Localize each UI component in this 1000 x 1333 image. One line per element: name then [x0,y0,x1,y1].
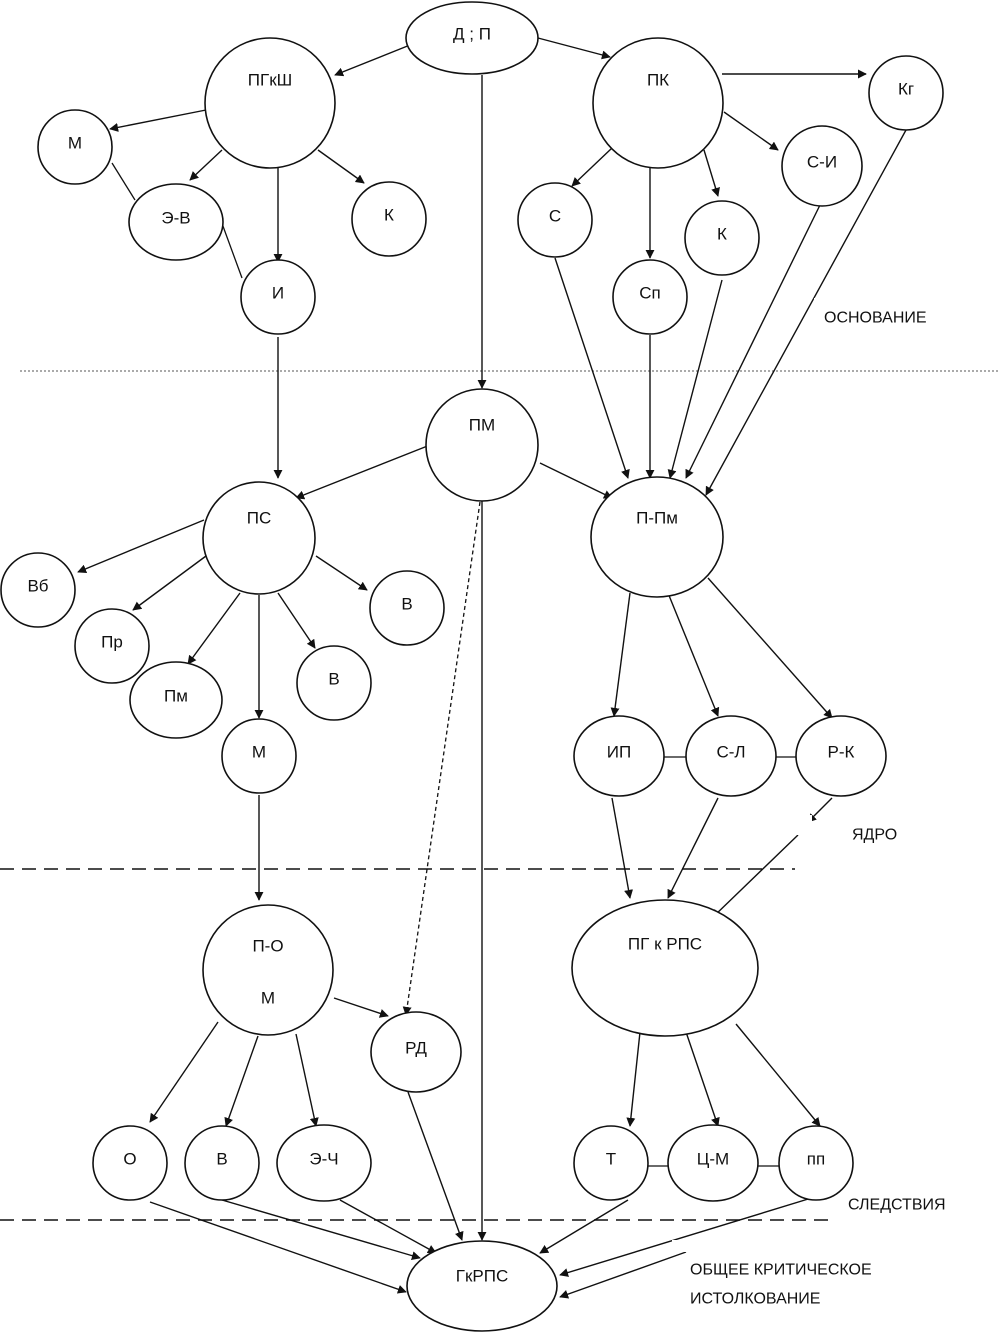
zone-label-core: ЯДРО [852,827,897,844]
node-m-mid: М [221,718,297,794]
node-pm: ПМ [425,388,539,502]
node-v-mid: В [296,645,372,721]
svg-text:И: И [272,284,284,303]
svg-text:С-Л: С-Л [716,743,745,762]
svg-text:В: В [328,670,339,689]
svg-text:В: В [216,1150,227,1169]
svg-text:Кг: Кг [898,80,914,99]
zone-label-consequences: СЛЕДСТВИЯ [848,1197,946,1214]
node-k-right: К [684,200,760,276]
svg-text:ПГкШ: ПГкШ [248,71,292,90]
node-t: Т [573,1125,649,1201]
svg-text:Пм: Пм [164,687,188,706]
node-pk: ПК [592,37,724,169]
node-e-ch: Э-Ч [276,1124,372,1202]
node-v-right: В [369,570,445,646]
node-v-bottom: В [184,1125,260,1201]
plain-links [111,162,798,1167]
node-s-l: С-Л [685,715,777,797]
svg-text:ПС: ПС [247,509,272,528]
svg-text:Пр: Пр [101,633,123,652]
node-p-o: П-О М [202,904,334,1036]
svg-text:В: В [401,595,412,614]
svg-text:Д ; П: Д ; П [453,25,491,44]
svg-text:ПК: ПК [647,71,669,90]
svg-text:ПГ к РПС: ПГ к РПС [628,935,702,954]
node-k-left: К [351,181,427,257]
node-ps: ПС [202,481,316,595]
svg-text:Вб: Вб [27,577,48,596]
node-sp: Сп [612,259,688,335]
svg-text:ПМ: ПМ [469,416,495,435]
svg-text:пп: пп [807,1150,825,1169]
node-pm-small: Пм [129,661,223,739]
node-pgksh: ПГкШ [204,37,336,169]
node-s: С [517,182,593,258]
svg-text:Т: Т [606,1150,616,1169]
node-p-pm: П-Пм [590,476,724,598]
node-pg-k-rps: ПГ к РПС [571,899,759,1037]
svg-text:ИП: ИП [607,743,631,762]
node-pr: Пр [74,608,150,684]
svg-text:Э-В: Э-В [161,209,190,228]
svg-text:Сп: Сп [639,284,660,303]
svg-text:Э-Ч: Э-Ч [309,1150,338,1169]
node-rd: РД [370,1011,462,1093]
node-i: И [240,259,316,335]
node-kg: Кг [868,55,944,131]
node-c-m: Ц-М [667,1124,759,1202]
svg-text:М: М [252,743,266,762]
svg-text:С: С [549,207,561,226]
svg-text:С-И: С-И [807,153,837,172]
node-d-p: Д ; П [405,1,539,75]
node-e-v: Э-В [128,183,224,261]
svg-text:ГкРПС: ГкРПС [456,1267,508,1286]
svg-text:К: К [717,225,727,244]
svg-text:О: О [123,1150,136,1169]
svg-text:М: М [261,989,275,1008]
node-pp: пп [778,1125,854,1201]
arrow-edges [77,37,907,1299]
node-gkrps: ГкРПС [406,1240,558,1332]
node-m-top: М [37,109,113,185]
svg-text:М: М [68,134,82,153]
zone-label-general-line2: ИСТОЛКОВАНИЕ [690,1291,820,1308]
node-r-k: Р-К [795,715,887,797]
node-s-i: С-И [781,125,863,207]
node-o: О [92,1125,168,1201]
node-ip: ИП [573,715,665,797]
svg-text:П-Пм: П-Пм [636,509,678,528]
svg-text:Р-К: Р-К [828,743,855,762]
svg-text:РД: РД [405,1039,427,1058]
node-vb: Вб [0,552,76,628]
zone-label-foundation: ОСНОВАНИЕ [824,310,927,327]
svg-text:Ц-М: Ц-М [697,1150,729,1169]
zone-label-general-line1: ОБЩЕЕ КРИТИЧЕСКОЕ [690,1262,872,1279]
svg-text:К: К [384,206,394,225]
svg-text:П-О: П-О [252,937,283,956]
